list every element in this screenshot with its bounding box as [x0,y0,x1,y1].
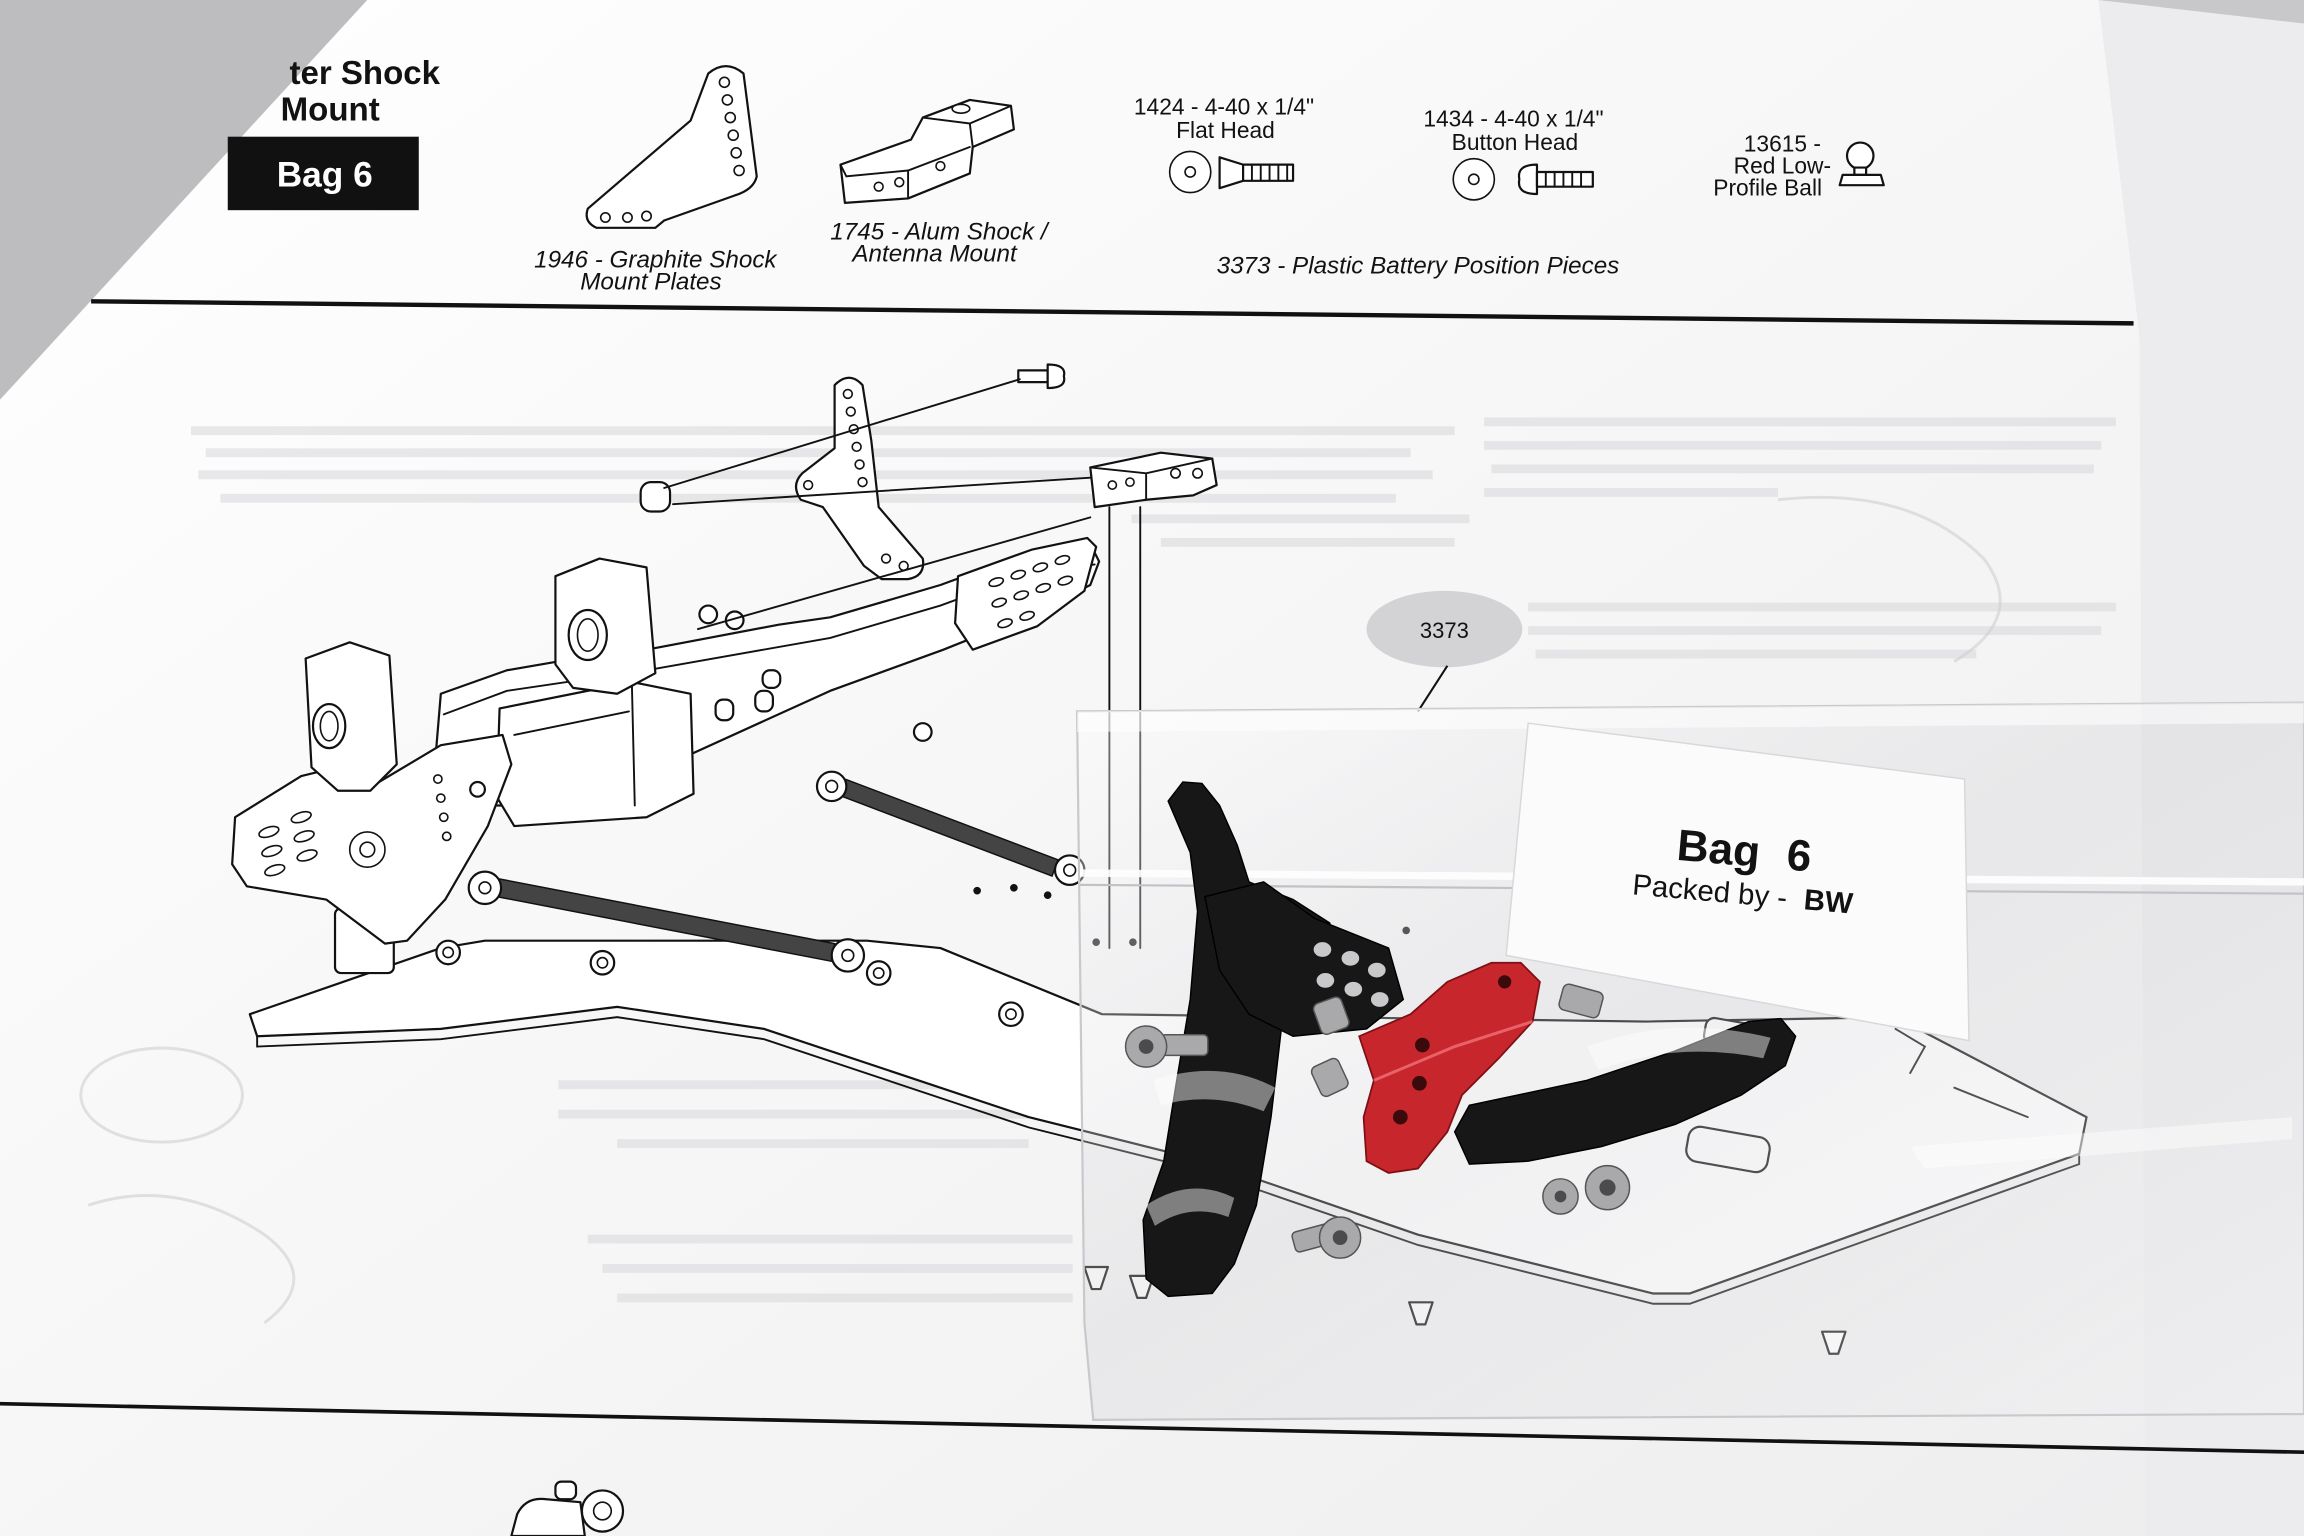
exploded-alum-mount [1089,451,1218,509]
bag-label-packer: BW [1803,883,1855,920]
legend-battery-pieces: 3373 - Plastic Battery Position Pieces [1217,252,1620,279]
callout-3373-label: 3373 [1420,618,1469,643]
front-bulkhead-tower [304,641,398,792]
graphite-plate-flat [1453,1017,1797,1165]
bag-label-card [1505,722,1970,1042]
bag-label-title: Bag 6 [1675,821,1813,882]
legend-alum-mount-line1: 1745 - Alum Shock / [830,219,1050,246]
bag-badge-label: Bag 6 [277,156,373,195]
bag-label: Bag 6 Packed by - BW [1505,722,1970,1042]
bag-badge [227,136,419,211]
legend-ball-line3: Profile Ball [1713,174,1822,200]
legend-ball-line1: 13615 - [1744,130,1821,156]
legend-ball-line2: Red Low- [1734,152,1831,178]
legend-flat-head-line2: Flat Head [1176,117,1275,143]
button-head-screw-left [1124,1025,1209,1068]
exploded-shock-mount-plate [794,376,925,581]
hex-nuts [435,939,1024,1028]
exploded-top-screw [1017,363,1066,390]
footer-rule [0,1401,2304,1455]
button-head-screw-right [1542,1164,1631,1215]
section-title-line1: ter Shock [289,55,440,92]
low-profile-ball-drawing [1838,141,1885,187]
graphite-plate-with-holes [1204,881,1405,1038]
section-title-line2: Mount [281,92,380,129]
legend-flat-head-line1: 1424 - 4-40 x 1/4" [1134,94,1314,120]
exploded-ball [639,481,672,513]
side-plate-slots [258,774,452,877]
button-head-screw-drawing [1452,157,1594,201]
legend-button-head-line1: 1434 - 4-40 x 1/4" [1423,105,1603,131]
legend-button-head-line2: Button Head [1452,129,1579,155]
flat-head-screw-in-bag [1291,1216,1362,1259]
set-screw-right [1558,983,1604,1019]
graphite-shock-plate-drawing [585,65,758,229]
partial-drawing-bottom [510,1480,625,1536]
legend-alum-mount-line2: Antenna Mount [850,241,1018,268]
set-screw-upper [1312,996,1350,1035]
bag-top-seal [1077,702,2304,732]
legend-graphite-plates-line2: Mount Plates [580,269,721,296]
rear-plate-slots [988,554,1074,629]
header-rule [91,299,2134,326]
legend-graphite-plates-line1: 1946 - Graphite Shock [534,247,778,274]
rear-bulkhead-tower [554,557,657,695]
upper-link [815,770,1086,886]
callout-3373 [1366,590,1523,712]
lower-link [467,870,866,973]
parts-bag [1075,701,2304,1421]
alum-shock-mount-drawing [839,98,1015,204]
flat-head-screw-drawing [1168,150,1295,194]
set-screw-lower [1310,1057,1349,1098]
red-alum-shock-mount [1358,961,1541,1174]
